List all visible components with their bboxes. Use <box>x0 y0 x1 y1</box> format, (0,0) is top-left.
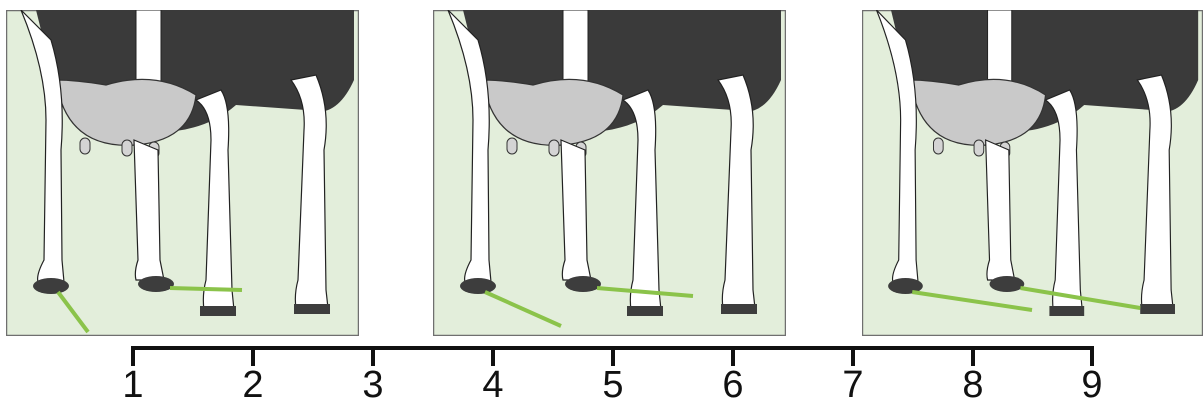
scale-label-2: 2 <box>233 366 273 404</box>
cow-hind-legs-illustration <box>6 10 359 336</box>
hoof <box>565 276 601 292</box>
scale-label-6: 6 <box>713 366 753 404</box>
cow-hind-legs-illustration <box>862 10 1203 336</box>
teat <box>122 140 132 156</box>
hoof <box>1140 304 1175 314</box>
scale-label-5: 5 <box>593 366 633 404</box>
teat <box>507 138 517 154</box>
teat <box>933 138 943 154</box>
front-leg-angle-line <box>170 288 242 290</box>
hoof <box>990 276 1025 292</box>
scale-label-4: 4 <box>473 366 513 404</box>
hoof <box>200 306 236 316</box>
leg-angle-panel-1 <box>6 10 359 336</box>
teat <box>549 140 559 156</box>
scale-label-7: 7 <box>833 366 873 404</box>
hoof <box>460 278 496 294</box>
leg-angle-panel-3 <box>862 10 1203 336</box>
scale-label-1: 1 <box>113 366 153 404</box>
leg-angle-panel-2 <box>433 10 786 336</box>
hoof <box>138 276 174 292</box>
hoof <box>721 304 757 314</box>
hoof <box>33 278 69 294</box>
scale-label-8: 8 <box>953 366 993 404</box>
teat <box>80 138 90 154</box>
cow-hind-legs-illustration <box>433 10 786 336</box>
scale-label-9: 9 <box>1072 366 1112 404</box>
teat <box>974 140 984 156</box>
hoof <box>294 304 330 314</box>
scale-label-3: 3 <box>353 366 393 404</box>
hoof <box>1049 306 1084 316</box>
hoof <box>627 306 663 316</box>
